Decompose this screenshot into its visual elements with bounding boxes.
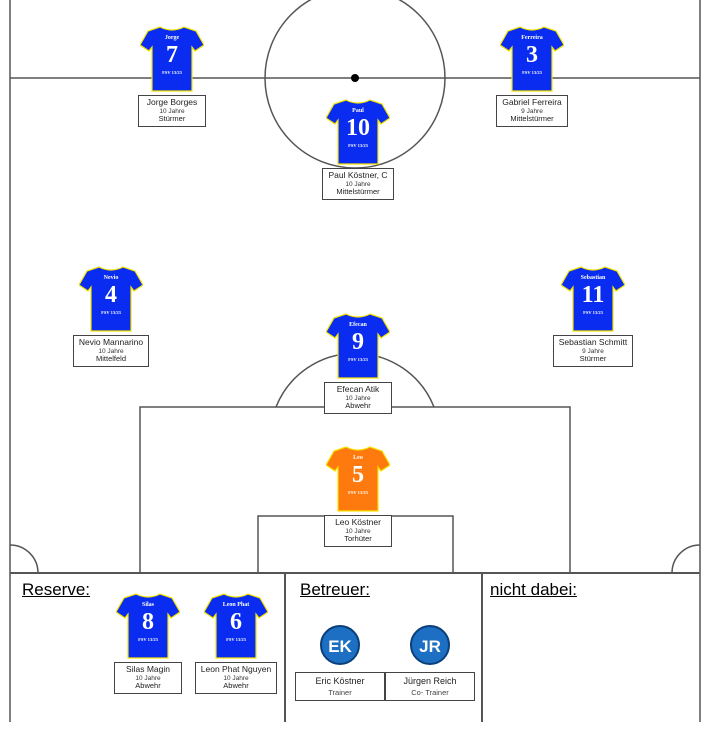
player-position: Torhüter [344, 534, 372, 544]
shirt-club: FSV 13/23 [226, 637, 246, 642]
shirt-club: FSV 13/23 [348, 143, 368, 148]
coach-name: Eric Köstner [315, 676, 365, 686]
player-age: 10 Jahre [159, 107, 185, 115]
player-age: 10 Jahre [135, 674, 161, 682]
player-name: Jorge Borges [146, 97, 198, 107]
player-position: Abwehr [345, 401, 371, 411]
avatar: EK [320, 625, 360, 665]
shirt-number: 7 [166, 42, 178, 68]
player-age: 9 Jahre [582, 347, 604, 355]
absent-title: nicht dabei: [490, 580, 577, 599]
coach-role: Co- Trainer [411, 688, 449, 697]
player-name: Efecan Atik [336, 384, 380, 394]
jersey-icon: Jorge 7 FSV 13/23 [140, 25, 204, 93]
shirt-number: 11 [581, 282, 605, 308]
shirt-club: FSV 13/23 [162, 70, 182, 75]
shirt-number: 4 [105, 282, 117, 308]
shirt-number: 8 [142, 609, 154, 635]
staff-title: Betreuer: [300, 580, 370, 599]
player-name: Nevio Mannarino [78, 337, 144, 347]
player-name: Paul Köstner, C [328, 170, 388, 180]
reserve-title: Reserve: [22, 580, 91, 599]
player-position: Mittelstürmer [336, 187, 380, 197]
player-age: 9 Jahre [521, 107, 543, 115]
player-name: Gabriel Ferreira [502, 97, 562, 107]
jersey-icon: Leon Phat 6 FSV 13/23 [204, 592, 268, 660]
shirt-name: Silas [141, 602, 154, 608]
shirt-name: Jorge [164, 35, 180, 41]
player-position: Stürmer [158, 114, 186, 124]
shirt-club: FSV 13/23 [522, 70, 542, 75]
shirt-club: FSV 13/23 [138, 637, 158, 642]
player-sebastian: Sebastian 11 FSV 13/23 Sebastian Schmitt… [543, 265, 643, 367]
jersey-icon: Silas 8 FSV 13/23 [116, 592, 180, 660]
player-name: Silas Magin [126, 664, 170, 674]
coach-role: Trainer [328, 688, 352, 697]
shirt-club: FSV 13/23 [348, 357, 368, 362]
player-position: Mittelfeld [95, 354, 126, 364]
shirt-number: 6 [230, 609, 242, 635]
shirt-name: Leon Phat [222, 602, 250, 608]
jersey-icon: Sebastian 11 FSV 13/23 [561, 265, 625, 333]
shirt-number: 9 [352, 329, 364, 355]
player-position: Stürmer [579, 354, 607, 364]
jersey-icon: Leo 5 FSV 13/23 [326, 445, 390, 513]
jersey-icon: Nevio 4 FSV 13/23 [79, 265, 143, 333]
shirt-club: FSV 13/23 [583, 310, 603, 315]
shirt-number: 10 [346, 115, 370, 141]
jersey-icon: Ferreira 3 FSV 13/23 [500, 25, 564, 93]
shirt-name: Nevio [103, 275, 119, 281]
center-spot [351, 74, 359, 82]
avatar: JR [410, 625, 450, 665]
player-age: 10 Jahre [345, 180, 371, 188]
coach-name: Jürgen Reich [403, 676, 457, 686]
player-name: Leo Köstner [335, 517, 381, 527]
player-age: 10 Jahre [345, 527, 371, 535]
player-age: 10 Jahre [345, 394, 371, 402]
player-age: 10 Jahre [223, 674, 249, 682]
player-position: Abwehr [223, 681, 249, 691]
shirt-name: Ferreira [521, 35, 543, 41]
player-name: Leon Phat Nguyen [200, 664, 272, 674]
shirt-name: Leo [353, 455, 363, 461]
shirt-name: Sebastian [580, 275, 606, 281]
shirt-club: FSV 13/23 [101, 310, 121, 315]
shirt-club: FSV 13/23 [348, 490, 368, 495]
shirt-name: Paul [352, 108, 364, 114]
shirt-number: 3 [526, 42, 538, 68]
jersey-icon: Paul 10 FSV 13/23 [326, 98, 390, 166]
player-name: Sebastian Schmitt [558, 337, 628, 347]
jersey-icon: Efecan 9 FSV 13/23 [326, 312, 390, 380]
shirt-name: Efecan [349, 322, 367, 328]
shirt-number: 5 [352, 462, 364, 488]
player-position: Mittelstürmer [510, 114, 554, 124]
player-age: 10 Jahre [98, 347, 124, 355]
player-position: Abwehr [135, 681, 161, 691]
